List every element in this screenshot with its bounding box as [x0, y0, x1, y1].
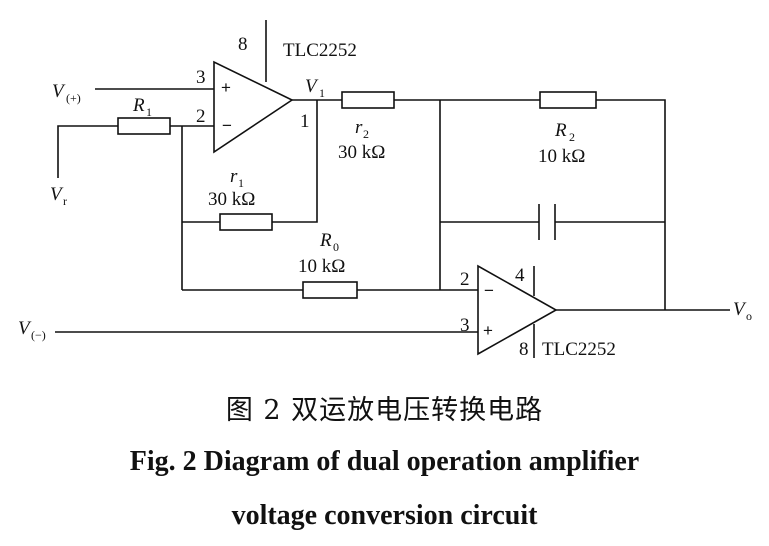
R2-value: 10 kΩ	[538, 146, 585, 167]
opamp-bottom-plus-sign: +	[483, 321, 493, 340]
R0-label: R	[319, 230, 332, 251]
vr-wire	[57, 125, 118, 178]
vplus-sub: (+)	[66, 91, 81, 105]
v1-label: V	[305, 76, 319, 97]
opamp-top	[213, 60, 294, 154]
R1-label: R	[132, 95, 145, 116]
opamp-bottom-pin2: 2	[460, 269, 470, 290]
opamp-top-minus-sign: −	[222, 116, 232, 135]
caption-chinese: 图 2 双运放电压转换电路	[225, 395, 544, 426]
opamp-bottom-minus-sign: −	[484, 281, 494, 300]
r2-value: 30 kΩ	[338, 142, 385, 163]
resistor-r2	[341, 91, 395, 109]
vminus-sub: (−)	[31, 328, 46, 342]
opamp-top-pin1: 1	[300, 111, 310, 132]
opamp-top-pin3: 3	[196, 67, 206, 88]
R2-right-wire	[596, 99, 666, 310]
circuit-diagram: 8 TLC2252 + − 3 2 1 V (+) R 1 V r r 1 30…	[18, 20, 752, 360]
opamp-top-plus-sign: +	[221, 78, 231, 97]
R2-label: R	[554, 120, 567, 141]
R2-sub: 2	[569, 130, 575, 144]
opamp-top-part-label: TLC2252	[283, 40, 357, 61]
r1-label: r	[230, 166, 238, 187]
caption-english-line2: voltage conversion circuit	[231, 500, 538, 531]
R0-value: 10 kΩ	[298, 256, 345, 277]
opamp-top-pin8: 8	[238, 34, 248, 55]
caption-english-line1: Fig. 2 Diagram of dual operation amplifi…	[129, 446, 640, 477]
resistor-R1	[117, 117, 171, 135]
opamp-bottom-pin8: 8	[519, 339, 529, 360]
resistor-R0	[302, 281, 358, 299]
R0-sub: 0	[333, 240, 339, 254]
vo-label: V	[733, 299, 747, 320]
R1-sub: 1	[146, 105, 152, 119]
r1-right-wire	[272, 100, 318, 223]
vr-label: V	[50, 184, 64, 205]
opamp-bottom-part-label: TLC2252	[542, 339, 616, 360]
vo-sub: o	[746, 309, 752, 323]
opamp-bottom-pin3: 3	[460, 315, 470, 336]
vr-sub: r	[63, 194, 67, 208]
opamp-bottom	[477, 264, 558, 356]
resistor-r1	[219, 213, 273, 231]
resistor-R2	[539, 91, 597, 109]
r1-value: 30 kΩ	[208, 189, 255, 210]
opamp-bottom-pin4: 4	[515, 265, 525, 286]
r2-label: r	[355, 117, 363, 138]
opamp-top-pin2: 2	[196, 106, 206, 127]
r1-sub: 1	[238, 176, 244, 190]
vminus-label: V	[18, 318, 32, 339]
v1-sub: 1	[319, 86, 325, 100]
r2-sub: 2	[363, 127, 369, 141]
vplus-label: V	[52, 81, 66, 102]
